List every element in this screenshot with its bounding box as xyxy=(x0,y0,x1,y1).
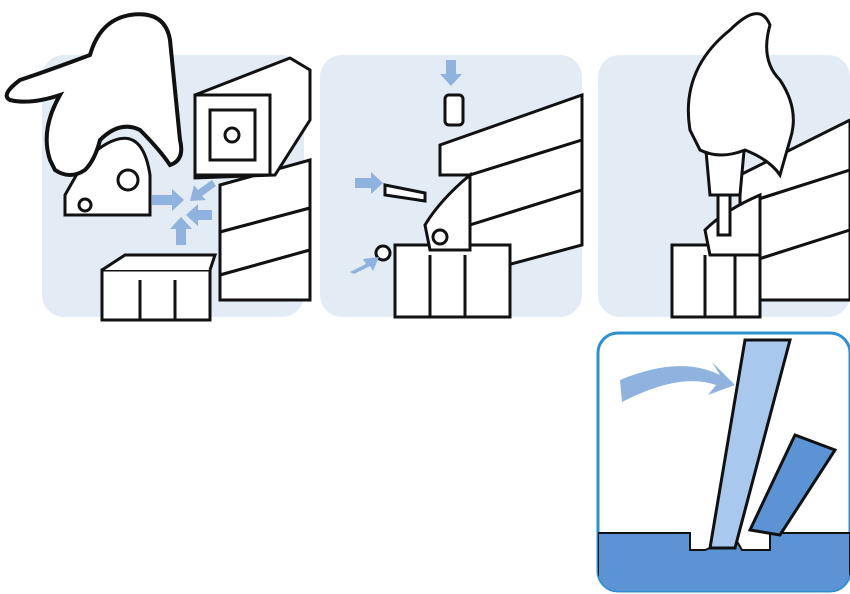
step-4-detail-panel xyxy=(0,0,850,594)
anti-rotation-teeth-detail-icon xyxy=(0,0,850,594)
assembly-instructions xyxy=(0,0,850,594)
